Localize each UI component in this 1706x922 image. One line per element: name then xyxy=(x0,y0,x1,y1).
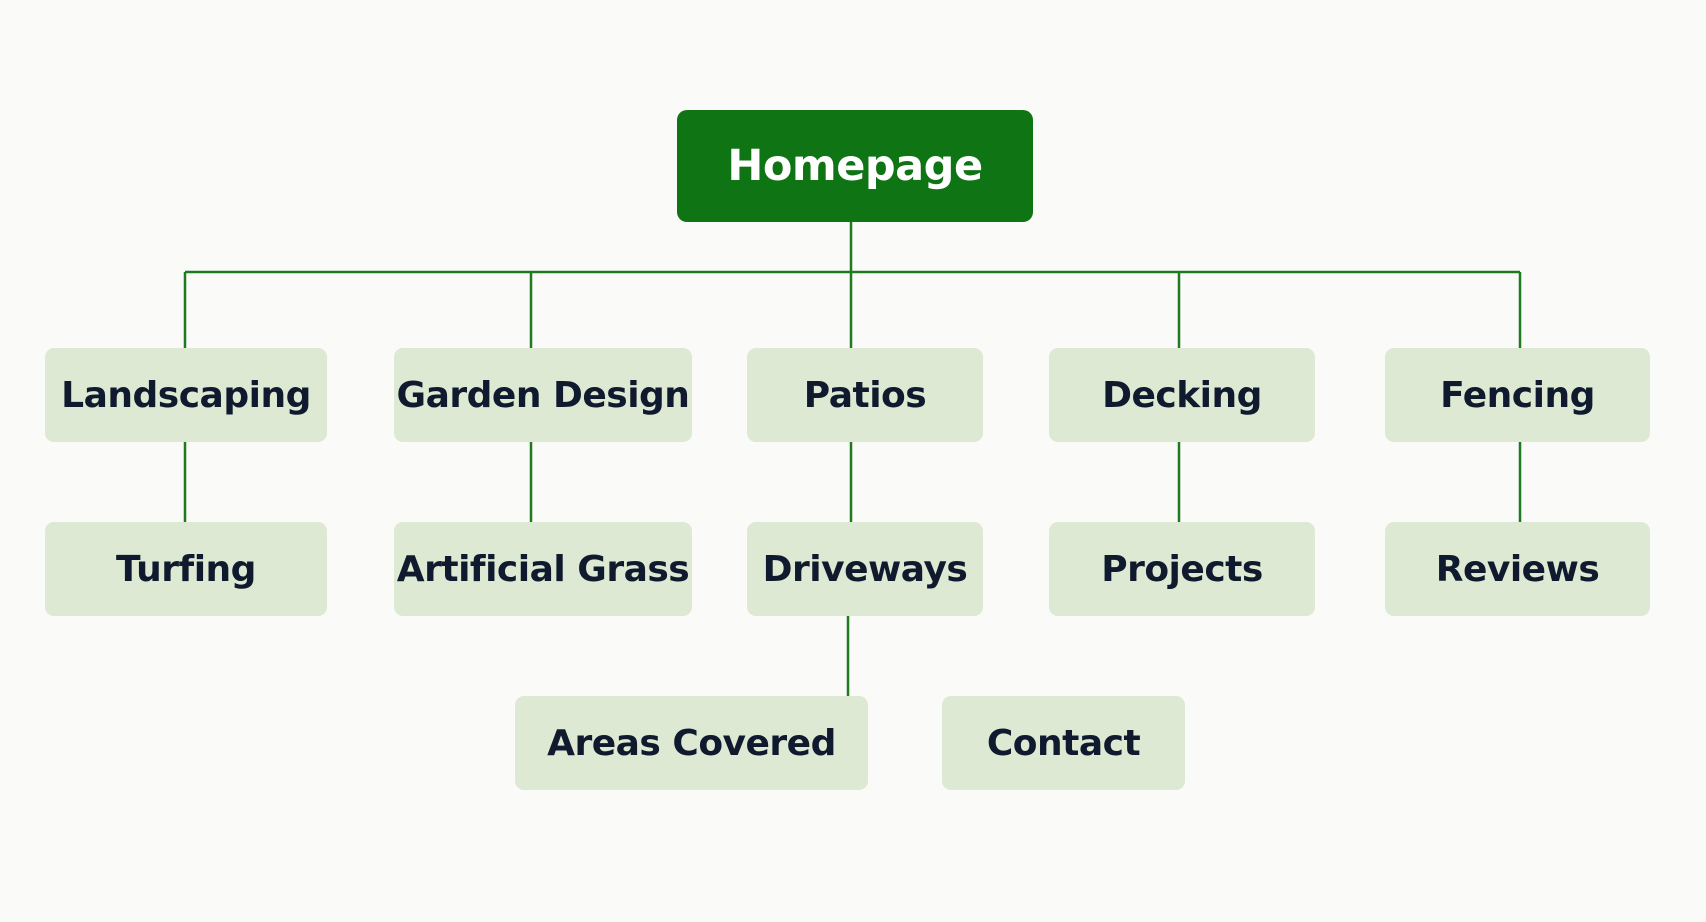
node-projects[interactable]: Projects xyxy=(1049,522,1315,616)
node-contact[interactable]: Contact xyxy=(942,696,1185,790)
node-artificial-grass[interactable]: Artificial Grass xyxy=(394,522,692,616)
node-areas-covered-label: Areas Covered xyxy=(547,722,836,764)
node-patios[interactable]: Patios xyxy=(747,348,983,442)
node-turfing-label: Turfing xyxy=(116,548,256,590)
node-projects-label: Projects xyxy=(1101,548,1263,590)
node-areas-covered[interactable]: Areas Covered xyxy=(515,696,868,790)
node-fencing[interactable]: Fencing xyxy=(1385,348,1650,442)
node-landscaping-label: Landscaping xyxy=(61,374,311,416)
node-fencing-label: Fencing xyxy=(1440,374,1595,416)
node-decking-label: Decking xyxy=(1102,374,1262,416)
node-patios-label: Patios xyxy=(803,374,927,416)
node-driveways[interactable]: Driveways xyxy=(747,522,983,616)
node-garden-design-label: Garden Design xyxy=(396,374,690,416)
node-garden-design[interactable]: Garden Design xyxy=(394,348,692,442)
node-artificial-grass-label: Artificial Grass xyxy=(396,548,690,590)
node-reviews[interactable]: Reviews xyxy=(1385,522,1650,616)
node-landscaping[interactable]: Landscaping xyxy=(45,348,327,442)
node-contact-label: Contact xyxy=(986,722,1141,764)
node-driveways-label: Driveways xyxy=(762,548,968,590)
node-turfing[interactable]: Turfing xyxy=(45,522,327,616)
node-homepage-label: Homepage xyxy=(727,141,983,191)
node-reviews-label: Reviews xyxy=(1435,548,1600,590)
node-homepage[interactable]: Homepage xyxy=(677,110,1033,222)
node-decking[interactable]: Decking xyxy=(1049,348,1315,442)
